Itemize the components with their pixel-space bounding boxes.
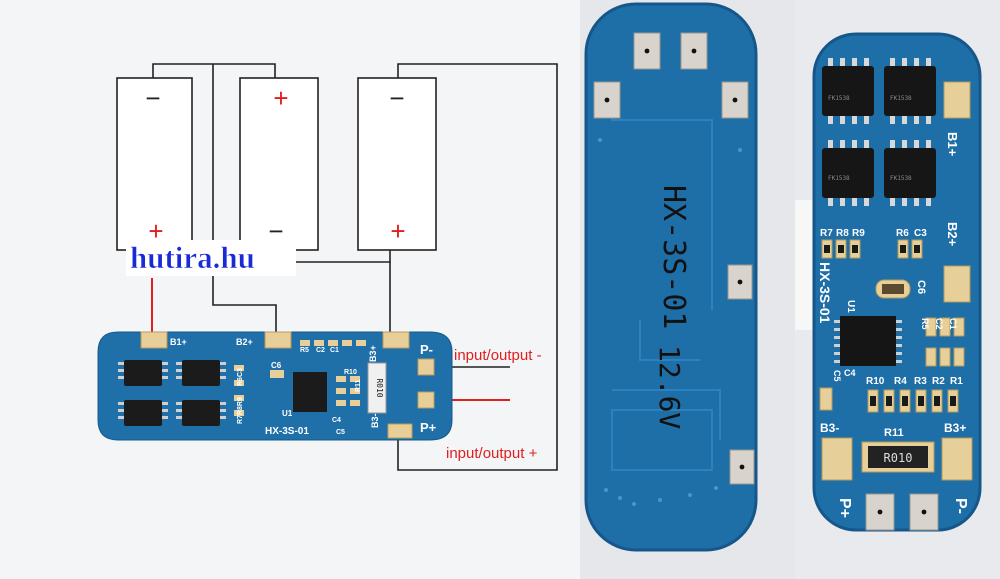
small-resistor-code: R010 — [375, 378, 384, 397]
wire-p-loop — [397, 63, 558, 471]
cell-2-top-sign: + — [273, 83, 288, 113]
front-label-p-minus: P- — [952, 498, 969, 514]
battery-cell-1: − + — [116, 77, 193, 251]
battery-cell-3: − + — [357, 77, 437, 251]
front-label-r11: R11 — [884, 427, 904, 439]
front-label-b2: B2+ — [945, 222, 960, 247]
cell-1-top-sign: − — [145, 83, 160, 113]
front-mosfet-2-marking: FK1538 — [890, 95, 912, 102]
front-pad-b3-right — [941, 437, 973, 481]
small-pad-b3-top — [382, 331, 410, 349]
front-pad-b1 — [943, 81, 971, 119]
small-label-r10: R10 — [344, 369, 357, 376]
battery-cell-2: + − — [239, 77, 319, 251]
small-shunt-resistor — [367, 362, 387, 414]
small-mosfets — [124, 360, 220, 426]
front-mosfet-4-marking: FK1538 — [890, 175, 912, 182]
cell-1-bottom-sign: + — [148, 216, 163, 246]
output-minus-label: input/output - — [454, 347, 542, 364]
small-label-c5: C5 — [336, 429, 345, 436]
small-label-u1: U1 — [282, 409, 293, 418]
cell-3-top-sign: − — [389, 83, 404, 113]
front-pad-b3-left — [821, 437, 853, 481]
small-label-c4: C4 — [332, 417, 341, 424]
front-label-r6: R6 — [896, 228, 909, 239]
wire-c1-c2-top — [152, 63, 276, 78]
small-label-b2: B2+ — [236, 337, 253, 347]
front-label-c4: C4 — [844, 368, 856, 378]
front-resistor-code: R010 — [884, 451, 913, 465]
small-pad-p-plus — [417, 391, 435, 409]
front-mosfet-3-marking: FK1538 — [828, 175, 850, 182]
front-pad-p-plus — [865, 493, 895, 531]
front-label-u1: U1 — [845, 300, 856, 313]
front-label-b3-right: B3+ — [944, 421, 966, 435]
front-label-r7: R7 — [820, 228, 833, 239]
front-label-r10: R10 — [866, 376, 885, 387]
back-voltage-label: 12.6V — [653, 345, 686, 429]
small-label-r6c3: R6C3 — [237, 368, 244, 386]
cell-3-bottom-sign: + — [390, 216, 405, 246]
cell-2-bottom-sign: − — [268, 216, 283, 246]
wire-b2 — [212, 64, 277, 332]
front-label-c3: C3 — [914, 228, 927, 239]
front-ic-u1 — [840, 316, 896, 366]
front-label-r1: R1 — [950, 376, 963, 387]
small-label-b3-bottom: B3- — [370, 413, 380, 428]
small-label-c2: C2 — [316, 347, 325, 354]
front-label-r2: R2 — [932, 376, 945, 387]
back-pcb-board: HX-3S-01 12.6V — [584, 2, 758, 552]
front-smd-right — [925, 317, 965, 367]
front-label-p-plus: P+ — [836, 498, 853, 518]
front-pad-p-minus — [909, 493, 939, 531]
output-plus-label: input/output + — [446, 445, 538, 462]
front-label-r8: R8 — [836, 228, 849, 239]
front-label-b3-left: B3- — [820, 421, 839, 435]
small-ic-u1 — [293, 372, 327, 412]
front-pcb-board: FK1538 FK1538 FK1538 FK1538 — [812, 32, 982, 532]
small-label-p-plus: P+ — [420, 420, 437, 435]
front-label-c1: C1 — [948, 318, 958, 330]
front-label-r5: R5 — [920, 318, 930, 330]
front-label-r9: R9 — [852, 228, 865, 239]
front-label-r3: R3 — [914, 376, 927, 387]
front-label-c2: C2 — [934, 318, 944, 330]
front-mosfet-1-marking: FK1538 — [828, 95, 850, 102]
front-label-b1: B1+ — [945, 132, 960, 157]
small-pad-b2 — [264, 331, 292, 349]
small-label-b3-top: B3+ — [368, 345, 378, 362]
small-pcb-board: R010 B1+ B2+ B3+ B3- P- P+ C6 U1 R5 C2 C… — [97, 331, 453, 441]
front-label-r4: R4 — [894, 376, 907, 387]
small-pad-b3-bottom — [387, 423, 413, 439]
small-pad-p-minus — [417, 358, 435, 376]
small-model-label: HX-3S-01 — [265, 426, 309, 437]
front-label-c6: C6 — [915, 280, 927, 294]
front-pad-b2 — [943, 265, 971, 303]
small-label-r7r8r9: R7R8R9 — [237, 397, 244, 424]
small-smd-parts — [234, 340, 366, 416]
watermark-background — [126, 240, 296, 276]
small-pad-b1 — [140, 331, 168, 349]
small-label-r5: R5 — [300, 347, 309, 354]
small-label-p-minus: P- — [420, 342, 433, 357]
front-model-label: HX-3S-01 — [817, 262, 833, 324]
small-mosfet-pins — [118, 362, 226, 419]
front-mosfets — [822, 66, 936, 198]
back-model-label: HX-3S-01 — [656, 185, 691, 330]
small-label-b1: B1+ — [170, 337, 187, 347]
watermark-logo: hutira.hu — [130, 240, 255, 275]
small-label-c1: C1 — [330, 347, 339, 354]
front-mosfet-pins — [828, 58, 931, 206]
front-label-c5: C5 — [832, 370, 842, 382]
small-label-r11: R11 — [355, 379, 362, 392]
small-label-c6: C6 — [271, 361, 282, 370]
